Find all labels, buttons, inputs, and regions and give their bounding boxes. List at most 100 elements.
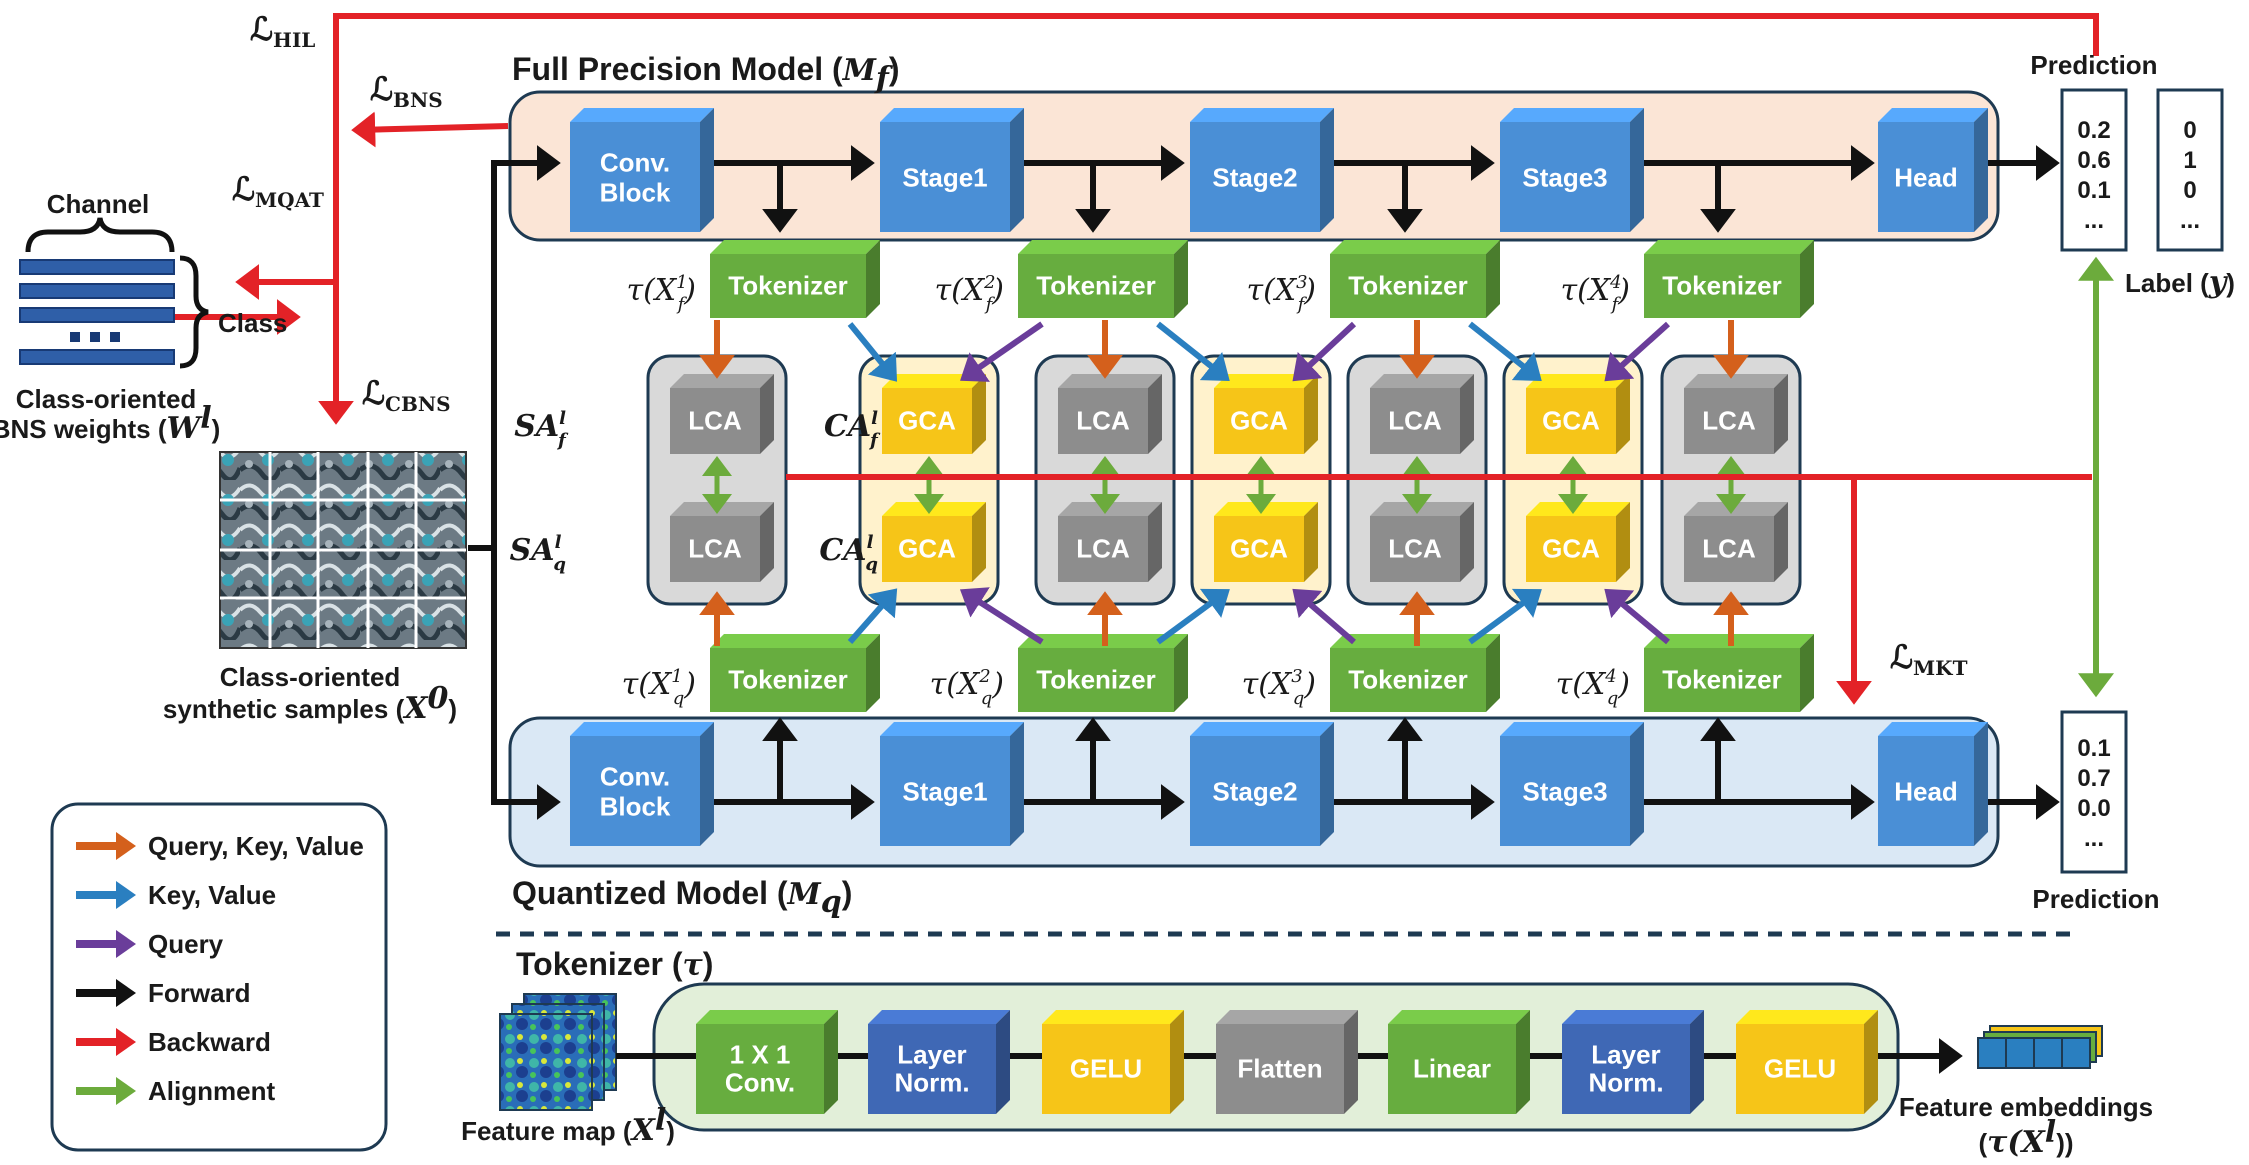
kv-arrow-top-1	[847, 322, 898, 382]
fp-head-block-label: Head	[1894, 162, 1958, 192]
bns-weights-caption-1: Class-oriented	[16, 384, 197, 414]
full-model-forward-arrows	[700, 145, 2060, 233]
lca-bottom-7-label: LCA	[1702, 534, 1756, 564]
gca-top-6: GCA	[1526, 374, 1630, 454]
samples-caption-1: Class-oriented	[220, 662, 401, 692]
class-brace	[179, 255, 209, 369]
lca-top-5-label: LCA	[1388, 406, 1442, 436]
lca-top-5: LCA	[1370, 374, 1474, 454]
gca-bottom-6-label: GCA	[1542, 534, 1600, 564]
tokenizer-detail-block-3: GELU	[1042, 1010, 1184, 1114]
quantized-model-title: Quantized Model (Mq)	[512, 875, 852, 920]
query-arrow-bottom-2	[1292, 588, 1356, 645]
lca-top-7: LCA	[1684, 374, 1788, 454]
query-arrow-top-2	[1292, 321, 1357, 382]
fp-stage1-block-label: Stage1	[902, 162, 987, 192]
q-stage3-block-label: Stage3	[1522, 776, 1607, 806]
tokenizer-q-4: Tokenizer	[1644, 634, 1814, 712]
pred-top-value-3: 0.1	[2077, 177, 2110, 204]
tokenizer-q-4-label: Tokenizer	[1662, 665, 1781, 695]
samples-caption-2: synthetic samples (X0)	[163, 681, 457, 726]
q-stage2-block-label: Stage2	[1212, 776, 1297, 806]
tokenizer-q-2: Tokenizer	[1018, 634, 1188, 712]
pred-top-value-4: ...	[2084, 207, 2104, 234]
lca-top-3-label: LCA	[1076, 406, 1130, 436]
quantized-model-forward-arrows	[700, 717, 2060, 820]
pred-bottom-value-1: 0.1	[2077, 735, 2110, 762]
feature-map-icon	[499, 993, 617, 1111]
tokenizer-detail-block-4-label: Flatten	[1237, 1054, 1322, 1084]
fp-head-block: Head	[1878, 108, 1988, 232]
query-arrow-bottom-3	[1604, 588, 1670, 645]
loss-mkt: ℒMKT	[1890, 638, 1968, 680]
query-arrow-top-1	[960, 321, 1044, 382]
legend-label-1: Query, Key, Value	[148, 831, 364, 861]
bns-weights-stack	[19, 259, 175, 365]
prediction-top-box	[2060, 88, 2128, 252]
full-model-title: Full Precision Model (Mf)	[512, 51, 899, 96]
tokenizer-detail-block-7-label: GELU	[1764, 1054, 1836, 1084]
kv-arrow-bottom-3	[1468, 588, 1542, 645]
lca-top-1-label: LCA	[688, 406, 742, 436]
channel-brace	[25, 217, 175, 253]
feature-embeddings-caption-2: (τ(Xl))	[1978, 1115, 2073, 1160]
gca-top-4: GCA	[1214, 374, 1318, 454]
fp-stage3-block: Stage3	[1500, 108, 1644, 232]
tokenizer-f-1-label: Tokenizer	[728, 271, 847, 301]
lca-bottom-5: LCA	[1370, 502, 1474, 582]
q-head-block-label: Head	[1894, 776, 1958, 806]
tokenizer-f-4: Tokenizer	[1644, 240, 1814, 318]
loss-cbns: ℒCBNS	[362, 374, 451, 416]
gca-bottom-6: GCA	[1526, 502, 1630, 582]
gca-top-2: GCA	[882, 374, 986, 454]
tokenizer-detail-block-4: Flatten	[1216, 1010, 1358, 1114]
tokenizer-q-1: Tokenizer	[710, 634, 880, 712]
lca-bottom-1-label: LCA	[688, 534, 742, 564]
prediction-bottom-label: Prediction	[2032, 884, 2159, 914]
tokenizer-detail-block-2-label: Layer	[897, 1040, 966, 1070]
label-value-4: ...	[2180, 207, 2200, 234]
prediction-bottom-values: 0.10.70.0...	[2077, 735, 2110, 852]
synthetic-samples-grid	[219, 451, 467, 649]
legend-box	[50, 802, 388, 1152]
tokenizer-f-4-label: Tokenizer	[1662, 271, 1781, 301]
bns-weights-caption-2: BNS weights (Wl)	[0, 401, 220, 446]
pred-bottom-value-3: 0.0	[2077, 795, 2110, 822]
fp-conv-block-block: Conv.Block	[570, 108, 714, 232]
feature-map-caption: Feature map (Xl)	[461, 1103, 675, 1148]
q-stage3-block: Stage3	[1500, 722, 1644, 846]
attention-arrows	[699, 320, 1749, 646]
tokenizer-f-3-label: Tokenizer	[1348, 271, 1467, 301]
prediction-top-label: Prediction	[2030, 50, 2157, 80]
prediction-top-values: 0.20.60.1...	[2077, 117, 2110, 234]
q-stage1-block: Stage1	[880, 722, 1024, 846]
pred-top-value-2: 0.6	[2077, 147, 2110, 174]
label-box	[2156, 88, 2224, 252]
tokenizer-detail-block-6-label: Norm.	[1588, 1068, 1663, 1098]
gca-top-4-label: GCA	[1230, 406, 1288, 436]
fp-stage2-block-label: Stage2	[1212, 162, 1297, 192]
q-stage2-block: Stage2	[1190, 722, 1334, 846]
kv-arrow-bottom-1	[847, 588, 898, 644]
loss-hil: ℒHIL	[250, 10, 315, 52]
prediction-bottom-box	[2060, 710, 2128, 874]
lca-top-7-label: LCA	[1702, 406, 1756, 436]
q-stage1-block-label: Stage1	[902, 776, 987, 806]
fp-conv-block-block-label: Block	[600, 177, 671, 207]
label-values: 010...	[2180, 117, 2200, 234]
fp-stage1-block: Stage1	[880, 108, 1024, 232]
legend-label-3: Query	[148, 929, 224, 959]
legend-item-3: Query	[76, 929, 224, 959]
